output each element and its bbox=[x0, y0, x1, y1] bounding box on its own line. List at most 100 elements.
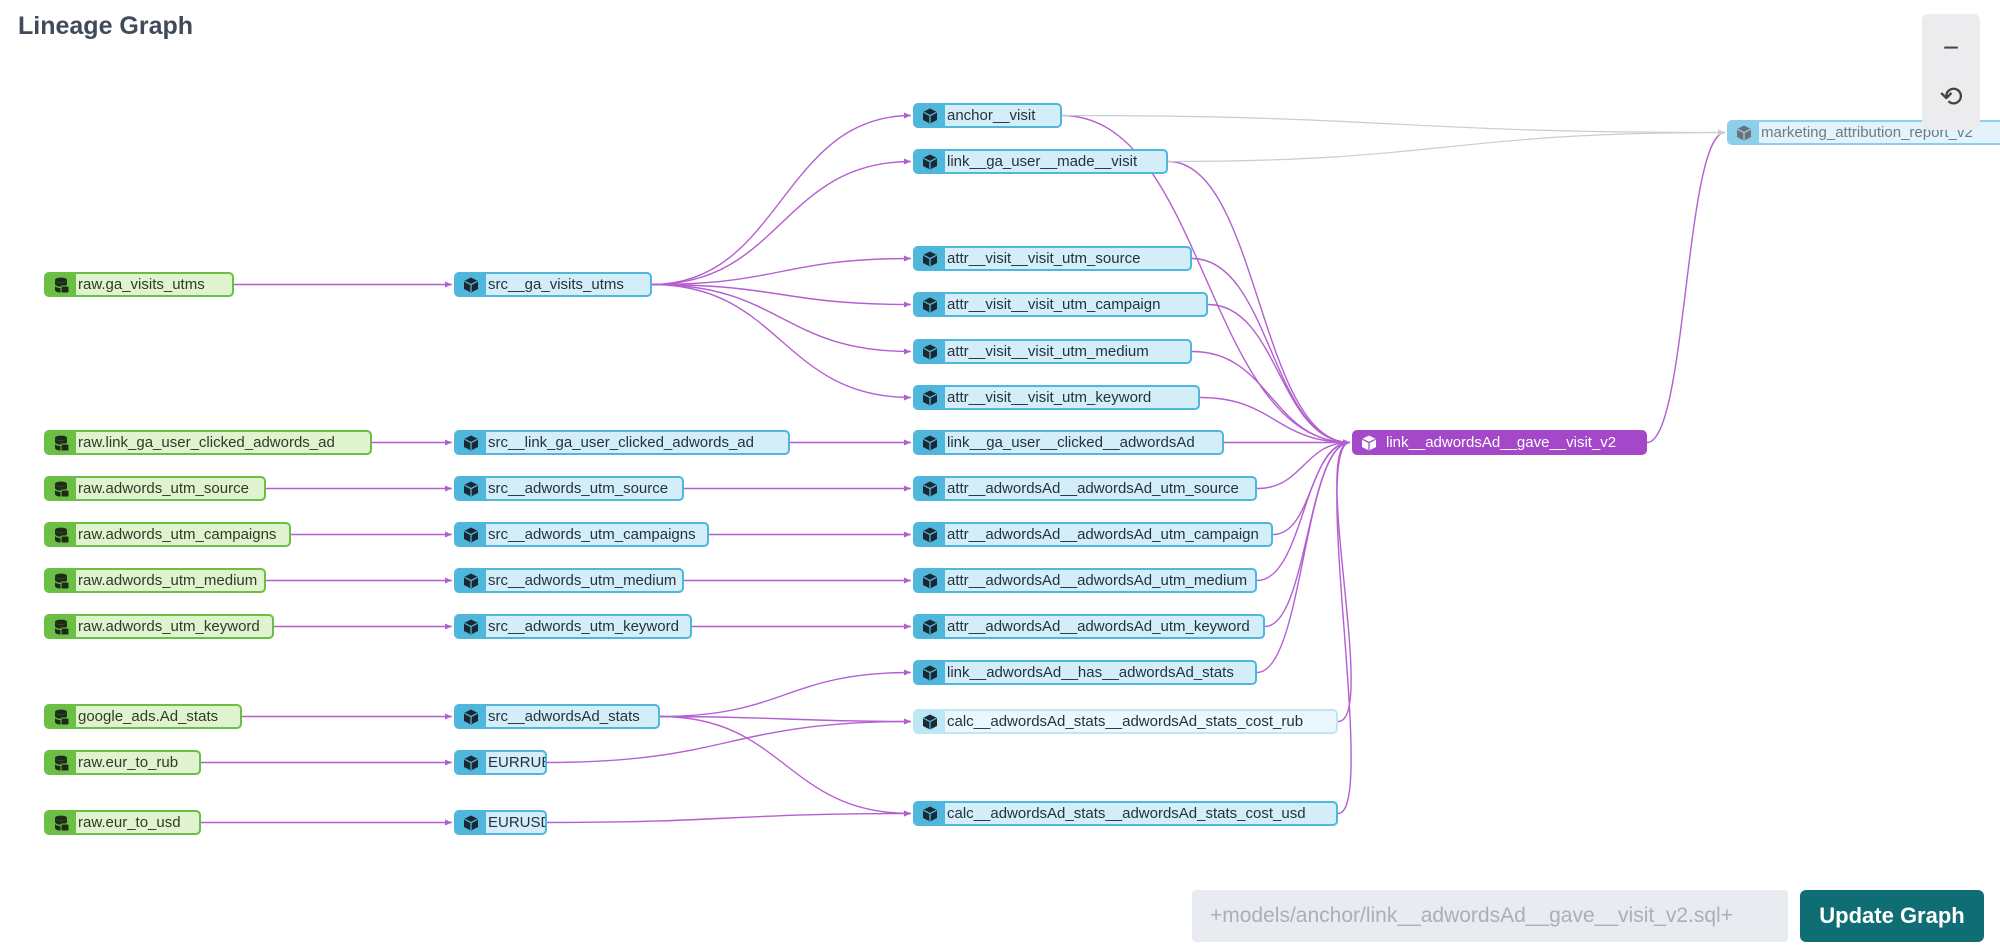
edge-src_stats-to-calc_usd bbox=[659, 715, 912, 817]
database-icon bbox=[46, 432, 76, 453]
node-label: raw.ga_visits_utms bbox=[78, 276, 205, 293]
cube-icon bbox=[1354, 432, 1384, 453]
graph-node-raw-rub[interactable]: raw.eur_to_rub bbox=[44, 750, 201, 775]
cube-icon bbox=[915, 524, 945, 545]
graph-node-report[interactable]: marketing_attribution_report_v2 bbox=[1727, 120, 2000, 145]
node-label: attr__visit__visit_utm_campaign bbox=[947, 296, 1161, 313]
edge-anchor-to-main bbox=[1061, 114, 1351, 446]
cube-icon bbox=[456, 432, 486, 453]
edge-anchor-to-report bbox=[1061, 114, 1726, 136]
edge-src_stats-to-calc_rub bbox=[659, 715, 912, 725]
reset-view-button[interactable]: ⟲ bbox=[1922, 70, 1980, 122]
graph-node-ad-medium[interactable]: attr__adwordsAd__adwordsAd_utm_medium bbox=[913, 568, 1257, 593]
cube-icon bbox=[1729, 122, 1759, 143]
node-selector-input[interactable] bbox=[1192, 890, 1788, 942]
edge-link_visit-to-report bbox=[1167, 129, 1726, 163]
graph-node-src-stats[interactable]: src__adwordsAd_stats bbox=[454, 704, 660, 729]
graph-node-link-clicked[interactable]: link__ga_user__clicked__adwordsAd bbox=[913, 430, 1224, 455]
database-icon bbox=[46, 274, 76, 295]
node-label: attr__adwordsAd__adwordsAd_utm_source bbox=[947, 480, 1239, 497]
node-label: attr__adwordsAd__adwordsAd_utm_keyword bbox=[947, 618, 1250, 635]
cube-icon bbox=[915, 294, 945, 315]
graph-node-a-campaign[interactable]: attr__visit__visit_utm_campaign bbox=[913, 292, 1208, 317]
reset-icon: ⟲ bbox=[1939, 80, 1963, 112]
database-icon bbox=[46, 752, 76, 773]
database-icon bbox=[46, 616, 76, 637]
node-label: raw.adwords_utm_medium bbox=[78, 572, 258, 589]
graph-node-src-ga[interactable]: src__ga_visits_utms bbox=[454, 272, 652, 297]
graph-node-a-keyword[interactable]: attr__visit__visit_utm_keyword bbox=[913, 385, 1200, 410]
graph-node-a-source[interactable]: attr__visit__visit_utm_source bbox=[913, 246, 1192, 271]
edge-eurrub-to-calc_rub bbox=[546, 718, 912, 764]
zoom-out-button[interactable]: − bbox=[1922, 22, 1980, 74]
edge-calc_rub-to-main bbox=[1336, 439, 1352, 723]
node-label: EURUSD bbox=[488, 814, 547, 831]
graph-node-eurrub[interactable]: EURRUB bbox=[454, 750, 547, 775]
graph-node-raw-med[interactable]: raw.adwords_utm_medium bbox=[44, 568, 266, 593]
edge-eurusd-to-calc_usd bbox=[546, 810, 912, 824]
graph-node-main[interactable]: link__adwordsAd__gave__visit_v2 bbox=[1352, 430, 1647, 455]
graph-node-raw-usd[interactable]: raw.eur_to_usd bbox=[44, 810, 201, 835]
graph-node-src-link[interactable]: src__link_ga_user_clicked_adwords_ad bbox=[454, 430, 790, 455]
graph-node-src-med[interactable]: src__adwords_utm_medium bbox=[454, 568, 684, 593]
node-label: google_ads.Ad_stats bbox=[78, 708, 219, 725]
node-label: src__ga_visits_utms bbox=[488, 276, 624, 293]
cube-icon bbox=[456, 478, 486, 499]
node-label: link__ga_user__made__visit bbox=[947, 153, 1138, 170]
node-label: attr__adwordsAd__adwordsAd_utm_medium bbox=[947, 572, 1248, 589]
node-label: src__adwords_utm_source bbox=[488, 480, 669, 497]
graph-node-src-src[interactable]: src__adwords_utm_source bbox=[454, 476, 684, 501]
node-label: attr__visit__visit_utm_source bbox=[947, 250, 1141, 267]
database-icon bbox=[46, 812, 76, 833]
node-label: src__adwords_utm_medium bbox=[488, 572, 677, 589]
graph-node-calc-usd[interactable]: calc__adwordsAd_stats__adwordsAd_stats_c… bbox=[913, 801, 1338, 826]
edge-link_stats-to-main bbox=[1256, 439, 1351, 674]
graph-node-raw-camp[interactable]: raw.adwords_utm_campaigns bbox=[44, 522, 291, 547]
graph-node-raw-link[interactable]: raw.link_ga_user_clicked_adwords_ad bbox=[44, 430, 372, 455]
edge-a_keyword-to-main bbox=[1199, 396, 1351, 446]
edge-ad_medium-to-main bbox=[1256, 439, 1351, 582]
update-graph-button[interactable]: Update Graph bbox=[1800, 890, 1984, 942]
graph-node-link-stats[interactable]: link__adwordsAd__has__adwordsAd_stats bbox=[913, 660, 1257, 685]
node-label: src__adwords_utm_keyword bbox=[488, 618, 679, 635]
node-label: calc__adwordsAd_stats__adwordsAd_stats_c… bbox=[947, 805, 1306, 822]
graph-node-link-visit[interactable]: link__ga_user__made__visit bbox=[913, 149, 1168, 174]
database-icon bbox=[46, 570, 76, 591]
cube-icon bbox=[915, 616, 945, 637]
graph-node-ad-keyword[interactable]: attr__adwordsAd__adwordsAd_utm_keyword bbox=[913, 614, 1265, 639]
node-label: marketing_attribution_report_v2 bbox=[1761, 124, 1973, 141]
node-label: link__adwordsAd__has__adwordsAd_stats bbox=[947, 664, 1234, 681]
database-icon bbox=[46, 524, 76, 545]
cube-icon bbox=[915, 248, 945, 269]
edge-src_ga-to-a_keyword bbox=[651, 283, 912, 401]
graph-node-raw-ga[interactable]: raw.ga_visits_utms bbox=[44, 272, 234, 297]
graph-node-eurusd[interactable]: EURUSD bbox=[454, 810, 547, 835]
minus-icon: − bbox=[1942, 32, 1960, 63]
graph-node-src-kw[interactable]: src__adwords_utm_keyword bbox=[454, 614, 692, 639]
graph-node-raw-src[interactable]: raw.adwords_utm_source bbox=[44, 476, 266, 501]
node-label: raw.adwords_utm_campaigns bbox=[78, 526, 277, 543]
cube-icon bbox=[456, 616, 486, 637]
cube-icon bbox=[456, 706, 486, 727]
graph-node-g-ads[interactable]: google_ads.Ad_stats bbox=[44, 704, 242, 729]
edge-src_ga-to-anchor bbox=[651, 112, 912, 286]
cube-icon bbox=[915, 570, 945, 591]
edge-a_medium-to-main bbox=[1191, 350, 1351, 446]
cube-icon bbox=[456, 752, 486, 773]
graph-node-ad-campaign[interactable]: attr__adwordsAd__adwordsAd_utm_campaign bbox=[913, 522, 1273, 547]
graph-node-anchor[interactable]: anchor__visit bbox=[913, 103, 1062, 128]
edge-ad_source-to-main bbox=[1256, 439, 1351, 490]
graph-node-ad-source[interactable]: attr__adwordsAd__adwordsAd_utm_source bbox=[913, 476, 1257, 501]
graph-node-raw-kw[interactable]: raw.adwords_utm_keyword bbox=[44, 614, 274, 639]
graph-node-a-medium[interactable]: attr__visit__visit_utm_medium bbox=[913, 339, 1192, 364]
page-title: Lineage Graph bbox=[18, 12, 194, 40]
graph-node-calc-rub[interactable]: calc__adwordsAd_stats__adwordsAd_stats_c… bbox=[913, 709, 1338, 734]
graph-node-src-camp[interactable]: src__adwords_utm_campaigns bbox=[454, 522, 709, 547]
zoom-controls: − ⟲ bbox=[1922, 14, 1980, 130]
cube-icon bbox=[915, 432, 945, 453]
cube-icon bbox=[456, 274, 486, 295]
cube-icon bbox=[456, 812, 486, 833]
node-label: raw.link_ga_user_clicked_adwords_ad bbox=[78, 434, 335, 451]
cube-icon bbox=[915, 341, 945, 362]
